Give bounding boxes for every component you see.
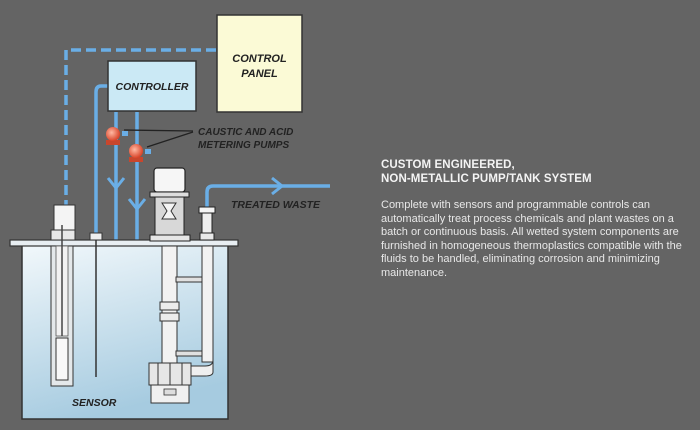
arrow-down-icon bbox=[106, 177, 126, 191]
level-probe bbox=[89, 232, 103, 377]
control-panel-box bbox=[216, 14, 303, 113]
treated-waste-line bbox=[205, 184, 330, 214]
controller-label: CONTROLLER bbox=[116, 81, 189, 93]
control-signal-line bbox=[64, 48, 216, 206]
arrow-right-icon bbox=[271, 176, 285, 196]
description-body: Complete with sensors and programmable c… bbox=[381, 199, 682, 279]
acid-metering-pump bbox=[129, 144, 151, 162]
sensor-assembly bbox=[50, 204, 76, 387]
metering-pumps-label: CAUSTIC AND ACID bbox=[198, 127, 293, 138]
treated-waste-label: TREATED WASTE bbox=[231, 199, 321, 211]
metering-pumps-label: METERING PUMPS bbox=[198, 140, 289, 151]
controller-box bbox=[107, 60, 197, 112]
title-line-2: NON-METALLIC PUMP/TANK SYSTEM bbox=[381, 173, 592, 185]
tank-lid bbox=[9, 239, 239, 247]
arrow-down-icon bbox=[127, 198, 147, 212]
caustic-metering-pump bbox=[106, 127, 128, 145]
pump-tank-diagram: CONTROL PANEL CONTROLLER CAUSTIC AND ACI… bbox=[9, 14, 330, 420]
vertical-pump bbox=[148, 167, 203, 404]
control-panel-label: PANEL bbox=[241, 68, 278, 80]
control-panel-label: CONTROL bbox=[232, 53, 287, 65]
description-panel: CUSTOM ENGINEERED, NON-METALLIC PUMP/TAN… bbox=[381, 158, 700, 280]
pump-callout-line bbox=[123, 129, 194, 132]
description-title: CUSTOM ENGINEERED, NON-METALLIC PUMP/TAN… bbox=[381, 158, 700, 186]
title-line-1: CUSTOM ENGINEERED, bbox=[381, 159, 515, 171]
discharge-pipe bbox=[190, 206, 216, 377]
sensor-signal-line bbox=[94, 84, 108, 240]
pump-callout-line bbox=[146, 131, 194, 148]
sensor-label: SENSOR bbox=[72, 397, 117, 409]
